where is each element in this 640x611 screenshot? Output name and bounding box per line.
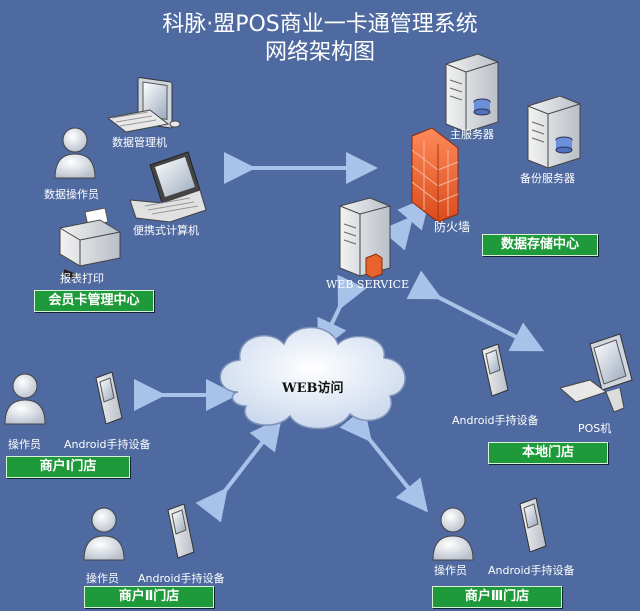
arrow-webservice-to-cloud — [317, 274, 367, 353]
cloud-icon — [219, 326, 406, 430]
box-store-1: 商户Ⅰ门店 — [6, 456, 130, 478]
label-pos: POS机 — [578, 422, 612, 435]
handheld-device-icon — [481, 343, 509, 397]
label-operator-3: 操作员 — [434, 564, 467, 577]
label-data-operator: 数据操作员 — [44, 188, 99, 201]
label-backup-server: 备份服务器 — [520, 172, 575, 185]
desktop-computer-icon — [106, 77, 181, 133]
backup-server-icon — [527, 95, 581, 169]
box-store-2: 商户Ⅱ门店 — [84, 586, 214, 608]
handheld-device-icon — [519, 497, 547, 553]
handheld-device-icon — [167, 503, 195, 559]
arrow-store3-to-cloud — [339, 407, 428, 513]
label-operator-1: 操作员 — [8, 438, 41, 451]
label-android-1: Android手持设备 — [64, 438, 151, 451]
main-server-icon — [445, 53, 499, 133]
label-laptop: 便携式计算机 — [133, 224, 199, 237]
box-local-store: 本地门店 — [488, 442, 608, 464]
box-store-3: 商户Ⅲ门店 — [432, 586, 562, 608]
printer-icon — [59, 207, 121, 280]
arrow-webservice-to-local-store — [406, 270, 545, 352]
web-server-icon — [339, 197, 391, 279]
arrow-store2-to-cloud — [195, 417, 282, 523]
firewall-icon — [411, 127, 459, 223]
pos-terminal-icon — [558, 333, 633, 413]
box-data-storage-center: 数据存储中心 — [482, 234, 598, 256]
label-android-2: Android手持设备 — [138, 572, 225, 585]
person-icon — [4, 373, 46, 425]
laptop-icon — [129, 151, 207, 223]
label-report-print: 报表打印 — [60, 272, 104, 285]
label-data-manager-pc: 数据管理机 — [112, 136, 167, 149]
title-line-2: 网络架构图 — [264, 40, 375, 65]
person-icon — [54, 127, 96, 179]
label-operator-2: 操作员 — [86, 572, 119, 585]
label-android-local: Android手持设备 — [452, 414, 539, 427]
arrow-firewall-to-webservice — [380, 195, 431, 251]
label-main-server: 主服务器 — [450, 128, 494, 141]
handheld-device-icon — [95, 371, 123, 425]
person-icon — [83, 507, 125, 561]
box-member-card-center: 会员卡管理中心 — [34, 290, 154, 312]
label-android-3: Android手持设备 — [488, 564, 575, 577]
person-icon — [432, 507, 474, 561]
title-line-1: 科脉·盟POS商业一卡通管理系统 — [162, 12, 478, 37]
label-web-service: WEB SERVICE — [326, 278, 410, 291]
label-firewall: 防火墙 — [434, 220, 471, 234]
label-web-access: WEB访问 — [282, 381, 344, 396]
